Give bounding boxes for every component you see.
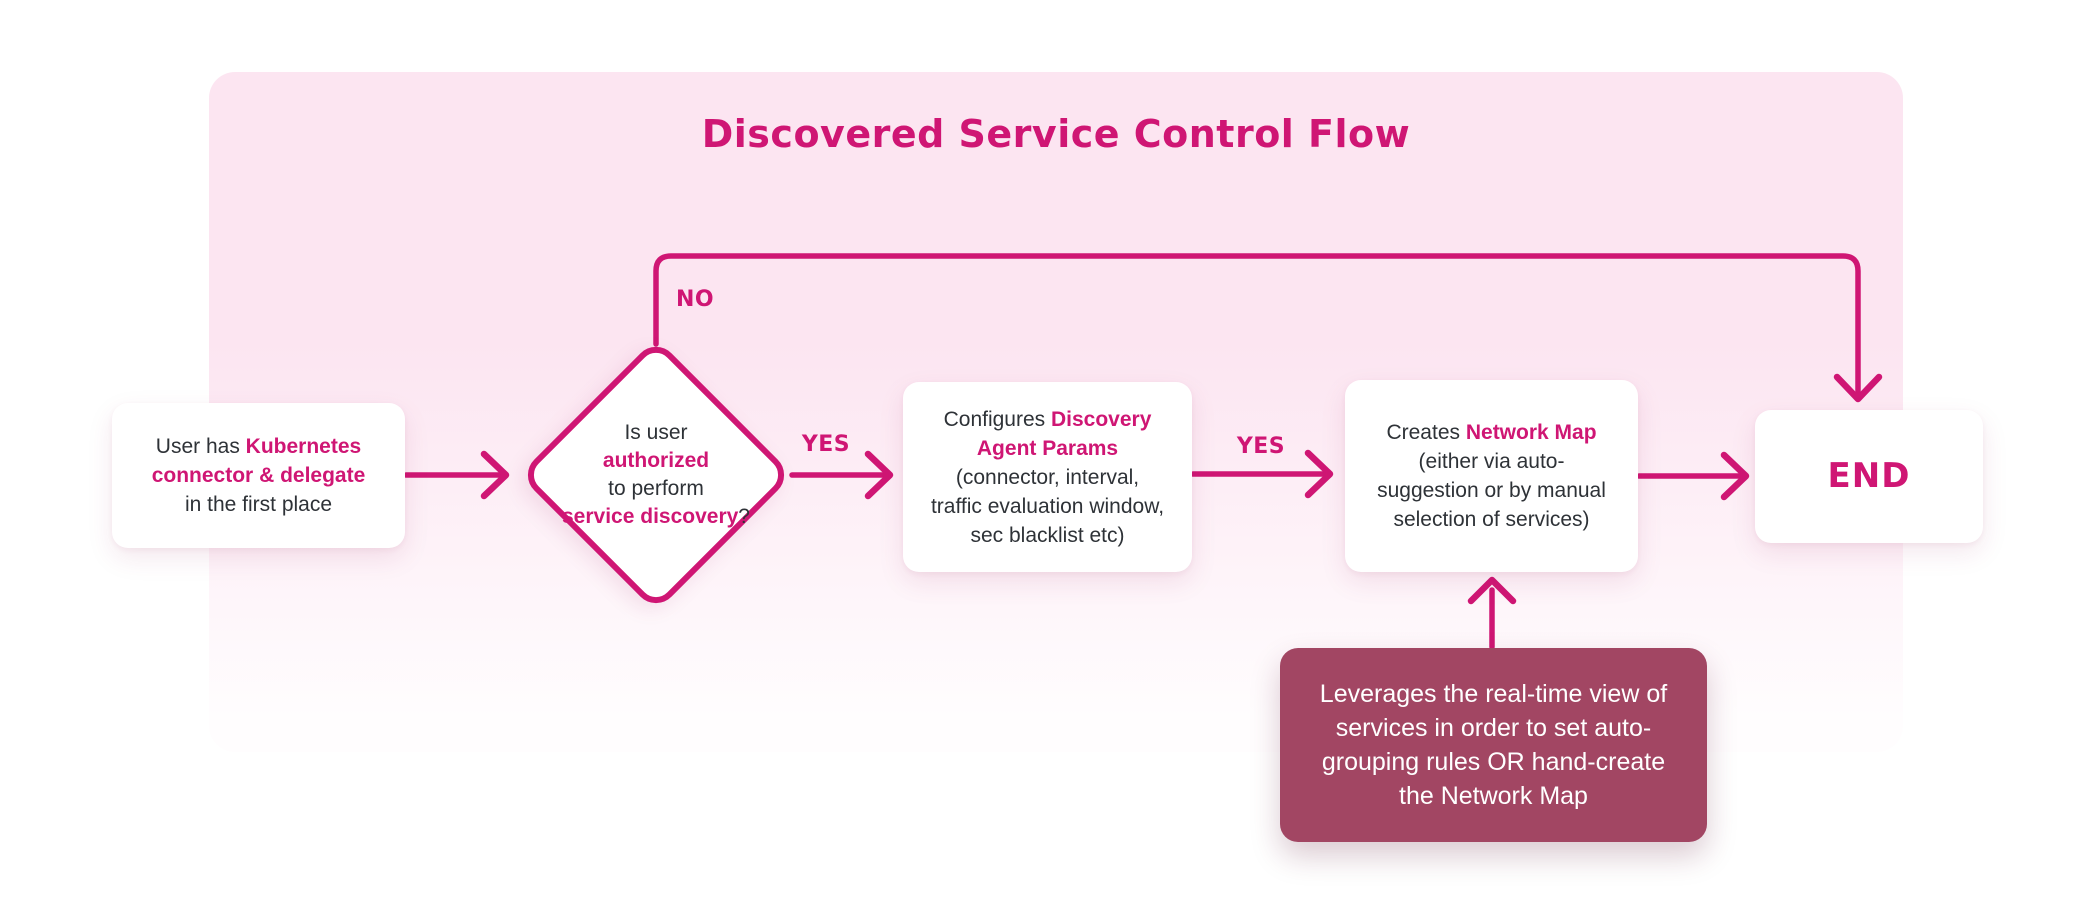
edge-decision-no-to-end xyxy=(653,253,1861,395)
arrowhead-right-icon xyxy=(1720,451,1750,501)
arrowhead-down-icon xyxy=(1833,373,1883,403)
note-text: Leverages the real-time view of services… xyxy=(1319,680,1668,810)
node-configure-discovery-agent-params: Configures Discovery Agent Params (conne… xyxy=(903,382,1192,572)
edge-label-no: NO xyxy=(676,287,715,312)
node-end: END xyxy=(1755,410,1983,543)
node-create-text: Creates Network Map (either via auto- su… xyxy=(1377,421,1606,531)
edge-label-yes-2: YES xyxy=(1236,434,1286,459)
note-leverages-realtime-view: Leverages the real-time view of services… xyxy=(1280,648,1707,842)
node-start-kubernetes-connector: User has Kubernetes connector & delegate… xyxy=(112,403,405,548)
arrowhead-up-icon xyxy=(1467,576,1517,605)
edge-label-yes-1: YES xyxy=(801,432,851,457)
node-configure-text: Configures Discovery Agent Params (conne… xyxy=(930,407,1165,547)
arrowhead-right-icon xyxy=(480,450,510,500)
node-decision-authorized: Is user authorized to perform service di… xyxy=(546,400,766,550)
arrowhead-right-icon xyxy=(1304,449,1334,499)
node-end-label: END xyxy=(1827,456,1911,496)
node-create-network-map: Creates Network Map (either via auto- su… xyxy=(1345,380,1638,572)
node-start-text: User has Kubernetes connector & delegate… xyxy=(151,435,366,516)
node-decision-text: Is user authorized to perform service di… xyxy=(562,421,750,528)
diagram-title: Discovered Service Control Flow xyxy=(701,112,1411,156)
arrowhead-right-icon xyxy=(864,450,894,500)
